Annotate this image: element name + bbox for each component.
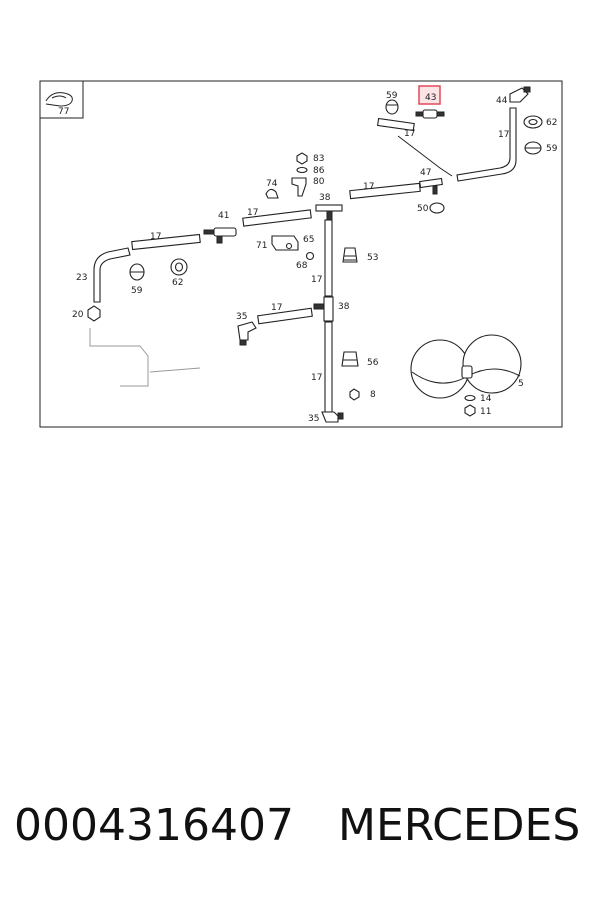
grommet-62-top-inner <box>528 118 538 126</box>
brand-name: MERCEDES <box>338 800 581 851</box>
elbow-35-bottom-tip <box>337 412 344 420</box>
nut-8 <box>349 388 360 401</box>
callout-23: 23 <box>76 273 87 283</box>
valve-41-lower <box>216 235 223 244</box>
callout-86: 86 <box>313 166 325 176</box>
hose-17-left <box>131 233 201 251</box>
callout-17-lower: 17 <box>271 303 282 313</box>
plug-50 <box>429 202 445 214</box>
elbow-35-left-tip <box>239 339 247 346</box>
hose-17-lower <box>257 307 313 325</box>
callout-56: 56 <box>367 358 379 368</box>
bolt-68 <box>305 251 315 261</box>
callout-17-right: 17 <box>498 130 509 140</box>
nut-83 <box>296 152 308 165</box>
clamp-74 <box>265 188 279 199</box>
bracket-80 <box>291 177 307 197</box>
callout-5: 5 <box>518 379 524 389</box>
callout-44: 44 <box>496 96 508 106</box>
clip-icon <box>45 92 73 107</box>
callout-80: 80 <box>313 177 325 187</box>
valve-43-nozzle <box>436 111 445 117</box>
valve-43 <box>422 109 438 119</box>
part-number: 0004316407 <box>14 800 294 851</box>
callout-77: 77 <box>58 107 69 117</box>
nut-11 <box>464 404 476 417</box>
pipe-17-right <box>456 107 517 182</box>
tee-38-upper-stem <box>326 210 333 221</box>
pipe-23 <box>93 247 131 303</box>
hose-17-center <box>349 182 421 200</box>
hose-17-left-center <box>242 209 312 227</box>
cap-56 <box>341 351 359 367</box>
pipe-17-vertical-upper <box>324 219 333 297</box>
valve-41-stem <box>203 229 215 235</box>
callout-14: 14 <box>480 394 492 404</box>
callout-59-top: 59 <box>386 91 398 101</box>
tee-38-upper <box>315 204 343 212</box>
callout-59-right: 59 <box>546 144 558 154</box>
body-outline <box>89 328 149 387</box>
callout-53: 53 <box>367 253 378 263</box>
callout-17-vertical-upper: 17 <box>311 275 322 285</box>
callout-74: 74 <box>266 179 278 189</box>
callout-59-left: 59 <box>131 286 143 296</box>
caption: 0004316407 MERCEDES <box>0 800 600 870</box>
callout-17-vertical-lower: 17 <box>311 373 322 383</box>
valve-43-stem <box>415 111 424 117</box>
tee-47-branch <box>432 185 438 195</box>
leader-43 <box>397 135 453 177</box>
cap-53 <box>342 247 358 263</box>
callout-17-center: 17 <box>363 182 374 192</box>
callout-62-left: 62 <box>172 278 183 288</box>
callout-50: 50 <box>417 204 429 214</box>
callout-11: 11 <box>480 407 491 417</box>
highlight-box-43 <box>418 85 441 105</box>
bracket-71 <box>271 235 299 251</box>
grommet-62-left-inner <box>174 262 184 272</box>
bracket-71-hole <box>285 242 293 250</box>
callout-68: 68 <box>296 261 308 271</box>
hose-17-short <box>376 117 415 132</box>
callout-35-left: 35 <box>236 312 247 322</box>
callout-17-short: 17 <box>404 129 415 139</box>
tee-38-lower-branch <box>313 303 325 310</box>
callout-35-bottom: 35 <box>308 414 319 424</box>
callout-71: 71 <box>256 241 267 251</box>
callout-8: 8 <box>370 390 376 400</box>
callout-38-upper: 38 <box>319 193 331 203</box>
tee-47 <box>419 177 443 189</box>
valve-41 <box>213 227 237 237</box>
nut-20 <box>87 305 101 322</box>
pressure-accumulator-5 <box>410 334 522 399</box>
tee-38-lower <box>323 296 334 322</box>
body-outline-2 <box>149 367 201 373</box>
elbow-44-tip <box>523 86 531 93</box>
callout-83: 83 <box>313 154 324 164</box>
washer-14 <box>464 394 476 402</box>
callout-62-top: 62 <box>546 118 557 128</box>
callout-20: 20 <box>72 310 84 320</box>
washer-86 <box>296 166 308 174</box>
pipe-17-vertical-lower <box>324 321 333 413</box>
callout-43: 43 <box>425 93 436 103</box>
callout-65: 65 <box>303 235 314 245</box>
callout-17-left-center: 17 <box>247 208 258 218</box>
callout-38-lower: 38 <box>338 302 350 312</box>
ring-59-top <box>385 99 399 115</box>
callout-47: 47 <box>420 168 431 178</box>
callout-41: 41 <box>218 211 229 221</box>
parts-diagram: 77 43 59 17 44 17 62 59 83 86 80 74 17 4… <box>39 80 563 428</box>
callout-17-left: 17 <box>150 232 161 242</box>
